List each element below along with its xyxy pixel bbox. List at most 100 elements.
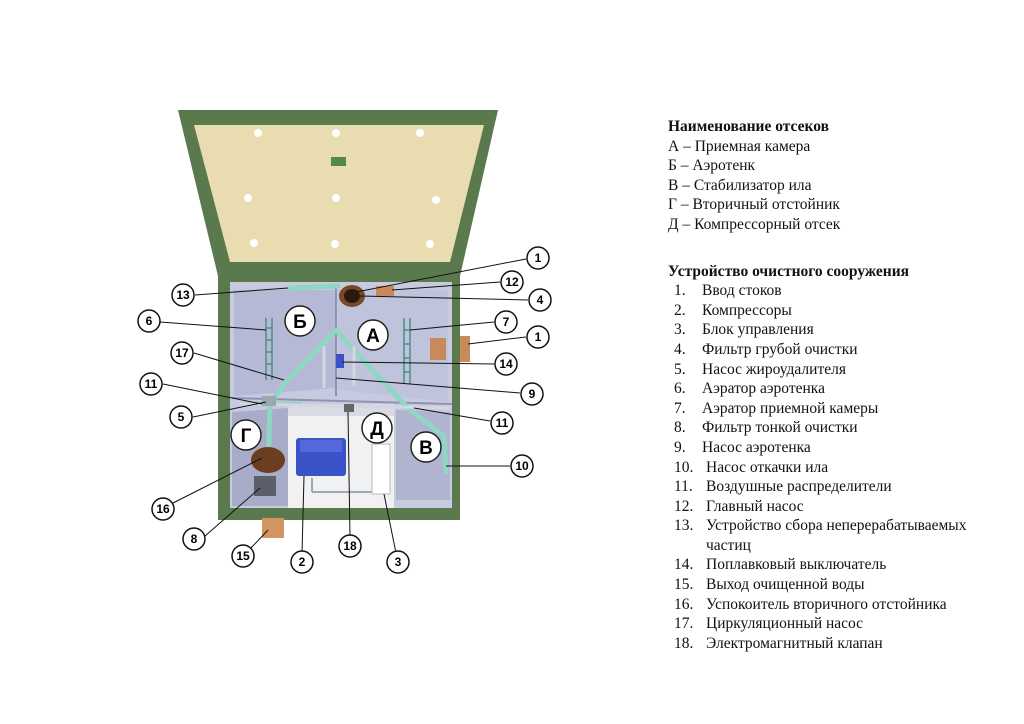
device-name: Блок управления xyxy=(702,321,814,339)
device-number: 13. xyxy=(674,517,694,535)
callout-18-label: 18 xyxy=(343,539,357,553)
device-item: 5.Насос жироудалителя xyxy=(668,360,1018,380)
callout-11-right: 11 xyxy=(490,411,514,435)
lid-handle xyxy=(331,157,346,166)
callout-15: 15 xyxy=(231,544,255,568)
device-item: 1. Ввод стоков xyxy=(668,281,1018,301)
device-number: 3. xyxy=(674,321,686,339)
device-number: 14. xyxy=(674,556,694,574)
fine-filter xyxy=(254,476,276,496)
callout-18: 18 xyxy=(338,534,362,558)
legend: Наименование отсеков А – Приемная камера… xyxy=(668,117,1018,653)
compartment-a-marker: А xyxy=(357,319,389,351)
compartment-item: Б – Аэротенк xyxy=(668,157,756,175)
callout-5-label: 5 xyxy=(178,410,185,424)
device-name: Насос аэротенка xyxy=(702,438,811,456)
compartment-item: Д – Компрессорный отсек xyxy=(668,215,841,233)
callout-1-side-label: 1 xyxy=(535,330,542,344)
compartment-d-label: Д xyxy=(370,419,384,440)
callout-11-left-label: 11 xyxy=(145,377,158,391)
device-name: Фильтр грубой очистки xyxy=(702,340,858,358)
device-name-continuation: частиц xyxy=(706,536,751,554)
device-item: 9. Насос аэротенка xyxy=(668,438,1018,458)
aerator-aerotank xyxy=(265,318,273,380)
callout-3: 3 xyxy=(386,550,410,574)
callout-14-label: 14 xyxy=(499,357,513,371)
device-name: Компрессоры xyxy=(702,301,792,319)
device-number: 15. xyxy=(674,576,694,594)
compartment-v-label: В xyxy=(419,438,433,459)
device-number: 8. xyxy=(674,419,686,437)
compartment-g-label: Г xyxy=(241,426,252,447)
outlet-pipe xyxy=(262,518,284,538)
callout-7-label: 7 xyxy=(503,315,510,329)
device-item: 17. Циркуляционный насос xyxy=(668,614,1018,634)
callout-1-top-label: 1 xyxy=(535,251,542,265)
callout-12-label: 12 xyxy=(505,275,519,289)
compartment-a-label: А xyxy=(366,326,380,347)
device-number: 16. xyxy=(674,595,694,613)
device-item: 11. Воздушные распределители xyxy=(668,477,1018,497)
device-number: 9. xyxy=(674,438,686,456)
device-number: 12. xyxy=(674,497,694,515)
device-item: 3. Блок управления xyxy=(668,320,1018,340)
device-item: 16.Успокоитель вторичного отстойника xyxy=(668,595,1018,615)
callout-16-label: 16 xyxy=(156,502,170,516)
device-name: Ввод стоков xyxy=(702,282,782,300)
compartment-item: В – Стабилизатор ила xyxy=(668,176,812,194)
callout-2-label: 2 xyxy=(299,555,306,569)
device-item: 10.Насос откачки ила xyxy=(668,458,1018,478)
compartment-b-marker: Б xyxy=(284,305,316,337)
secondary-clarifier-stabilizer xyxy=(251,447,285,473)
callout-2: 2 xyxy=(290,550,314,574)
callout-3-label: 3 xyxy=(395,555,402,569)
device-item: 7.Аэратор приемной камеры xyxy=(668,399,1018,419)
device-number: 17. xyxy=(674,615,694,633)
lid-inner-panel xyxy=(194,125,484,262)
device-name: Выход очищенной воды xyxy=(706,576,865,594)
float-switch xyxy=(336,354,344,368)
device-name: Главный насос xyxy=(706,497,804,515)
compartments-list: А – Приемная камера Б – Аэротенк В – Ста… xyxy=(668,137,1018,235)
callout-8: 8 xyxy=(182,527,206,551)
device-number: 1. xyxy=(674,282,686,300)
device-number: 4. xyxy=(674,340,686,358)
callout-15-label: 15 xyxy=(236,549,250,563)
devices-title: Устройство очистного сооружения xyxy=(668,262,910,280)
device-item: 4. Фильтр грубой очистки xyxy=(668,340,1018,360)
compartments-title: Наименование отсеков xyxy=(668,118,829,135)
callout-13-label: 13 xyxy=(176,288,190,302)
compartment-v-marker: В xyxy=(410,431,442,463)
devices-list: 1. Ввод стоков 2.Компрессоры 3. Блок управ… xyxy=(668,281,1018,653)
device-number: 18. xyxy=(674,634,694,652)
callout-4-label: 4 xyxy=(537,293,544,307)
device-number: 11. xyxy=(674,478,693,496)
device-item: 15. Выход очищенной воды xyxy=(668,575,1018,595)
callout-1-side: 1 xyxy=(526,325,550,349)
device-name: Циркуляционный насос xyxy=(706,615,864,633)
callout-7: 7 xyxy=(494,310,518,334)
device-name: Насос откачки ила xyxy=(706,458,829,476)
callout-5: 5 xyxy=(169,405,193,429)
compartment-g-marker: Г xyxy=(230,419,262,451)
inlet-pipe-side xyxy=(430,338,446,360)
callout-6: 6 xyxy=(137,309,161,333)
callout-4: 4 xyxy=(528,288,552,312)
callout-13: 13 xyxy=(171,283,195,307)
device-name: Электромагнитный клапан xyxy=(706,634,883,652)
septic-station-diagram: Б А Г Д В 1 12 4 xyxy=(137,110,552,574)
callout-16: 16 xyxy=(151,497,175,521)
callout-10-label: 10 xyxy=(515,459,529,473)
device-item: 2.Компрессоры xyxy=(668,301,1018,321)
device-name: Насос жироудалителя xyxy=(702,360,846,378)
device-name: Фильтр тонкой очистки xyxy=(702,419,858,437)
device-name: Воздушные распределители xyxy=(706,478,892,496)
device-item: 12. Главный насос xyxy=(668,497,1018,517)
leader-lines xyxy=(159,258,529,555)
callout-9: 9 xyxy=(520,382,544,406)
device-item: 6.Аэратор аэротенка xyxy=(668,379,1018,399)
compressor-top xyxy=(300,440,342,452)
callout-11-right-label: 11 xyxy=(496,416,509,430)
control-unit xyxy=(371,443,391,495)
